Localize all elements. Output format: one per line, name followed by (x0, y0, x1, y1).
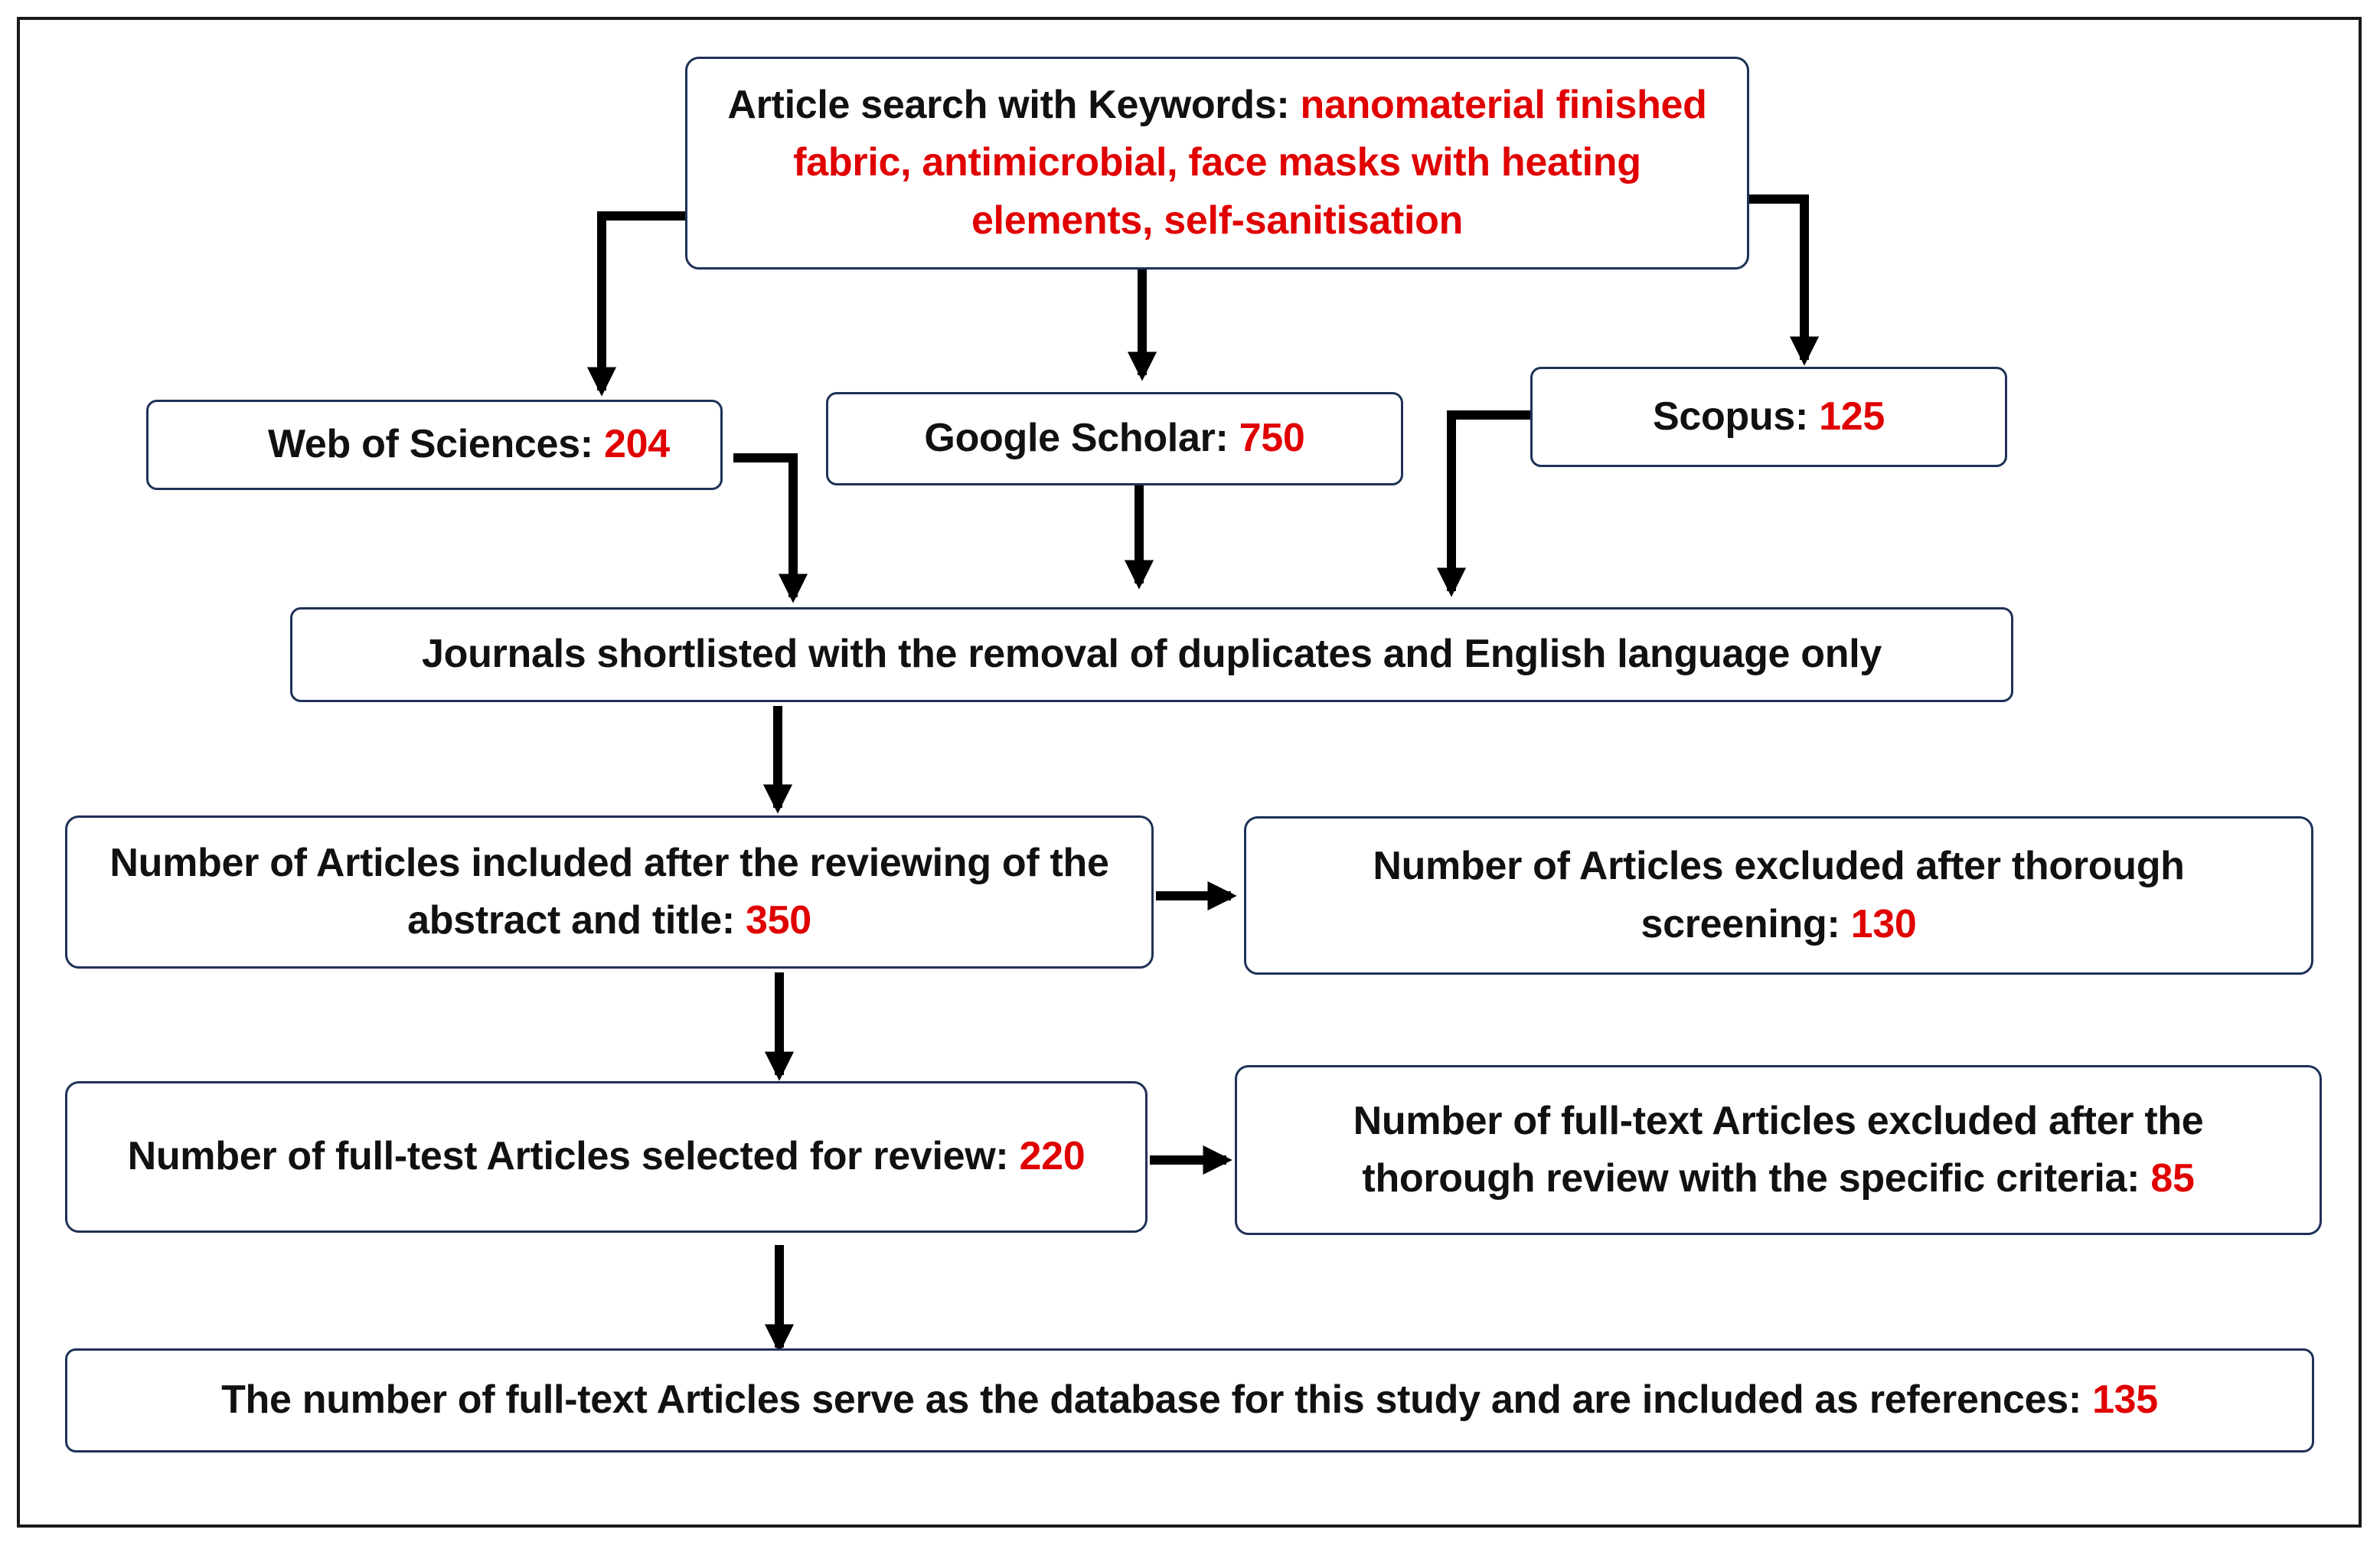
source-count: 125 (1819, 394, 1885, 439)
arrow-webofscience-to-shortlist (733, 453, 808, 603)
figure-frame (17, 17, 2362, 1528)
source-label: Web of Sciences: (268, 422, 604, 467)
source-box-webofscience: Web of Sciences: 204 (146, 400, 723, 490)
fulltext-selected-count: 220 (1019, 1134, 1086, 1179)
source-box-scopus: Scopus: 125 (1530, 367, 2007, 467)
excluded-screening-box: Number of Articles excluded after thorou… (1244, 816, 2313, 975)
shortlist-box: Journals shortlisted with the removal of… (290, 607, 2013, 702)
search-keywords: nanomaterial finished fabric, antimicrob… (793, 82, 1707, 243)
source-label: Google Scholar: (924, 416, 1239, 461)
included-abstract-label: Number of Articles included after the re… (109, 840, 1109, 943)
shortlist-label: Journals shortlisted with the removal of… (422, 632, 1882, 677)
source-box-googlescholar: Google Scholar: 750 (826, 392, 1403, 485)
source-label: Scopus: (1652, 394, 1820, 439)
fulltext-selected-box: Number of full-test Articles selected fo… (65, 1081, 1148, 1233)
search-box: Article search with Keywords: nanomateri… (685, 57, 1749, 270)
arrow-search-to-scopus (1748, 194, 1820, 366)
excluded-screening-count: 130 (1850, 901, 1917, 946)
included-abstract-box: Number of Articles included after the re… (65, 815, 1154, 969)
included-abstract-count: 350 (746, 898, 811, 943)
fulltext-selected-label: Number of full-test Articles selected fo… (127, 1134, 1020, 1179)
arrow-scopus-to-shortlist (1436, 410, 1533, 597)
source-count: 204 (603, 422, 670, 467)
excluded-screening-label: Number of Articles excluded after thorou… (1373, 844, 2185, 946)
fulltext-excluded-box: Number of full-text Articles excluded af… (1235, 1065, 2322, 1235)
fulltext-excluded-count: 85 (2150, 1156, 2195, 1201)
final-count: 135 (2092, 1377, 2158, 1423)
arrow-search-to-webofscience (586, 211, 687, 397)
source-count: 750 (1239, 416, 1305, 461)
fulltext-excluded-label: Number of full-text Articles excluded af… (1353, 1098, 2204, 1201)
search-label: Article search with Keywords: (727, 82, 1301, 127)
final-label: The number of full-text Articles serve a… (221, 1377, 2093, 1423)
final-box: The number of full-text Articles serve a… (65, 1348, 2314, 1453)
